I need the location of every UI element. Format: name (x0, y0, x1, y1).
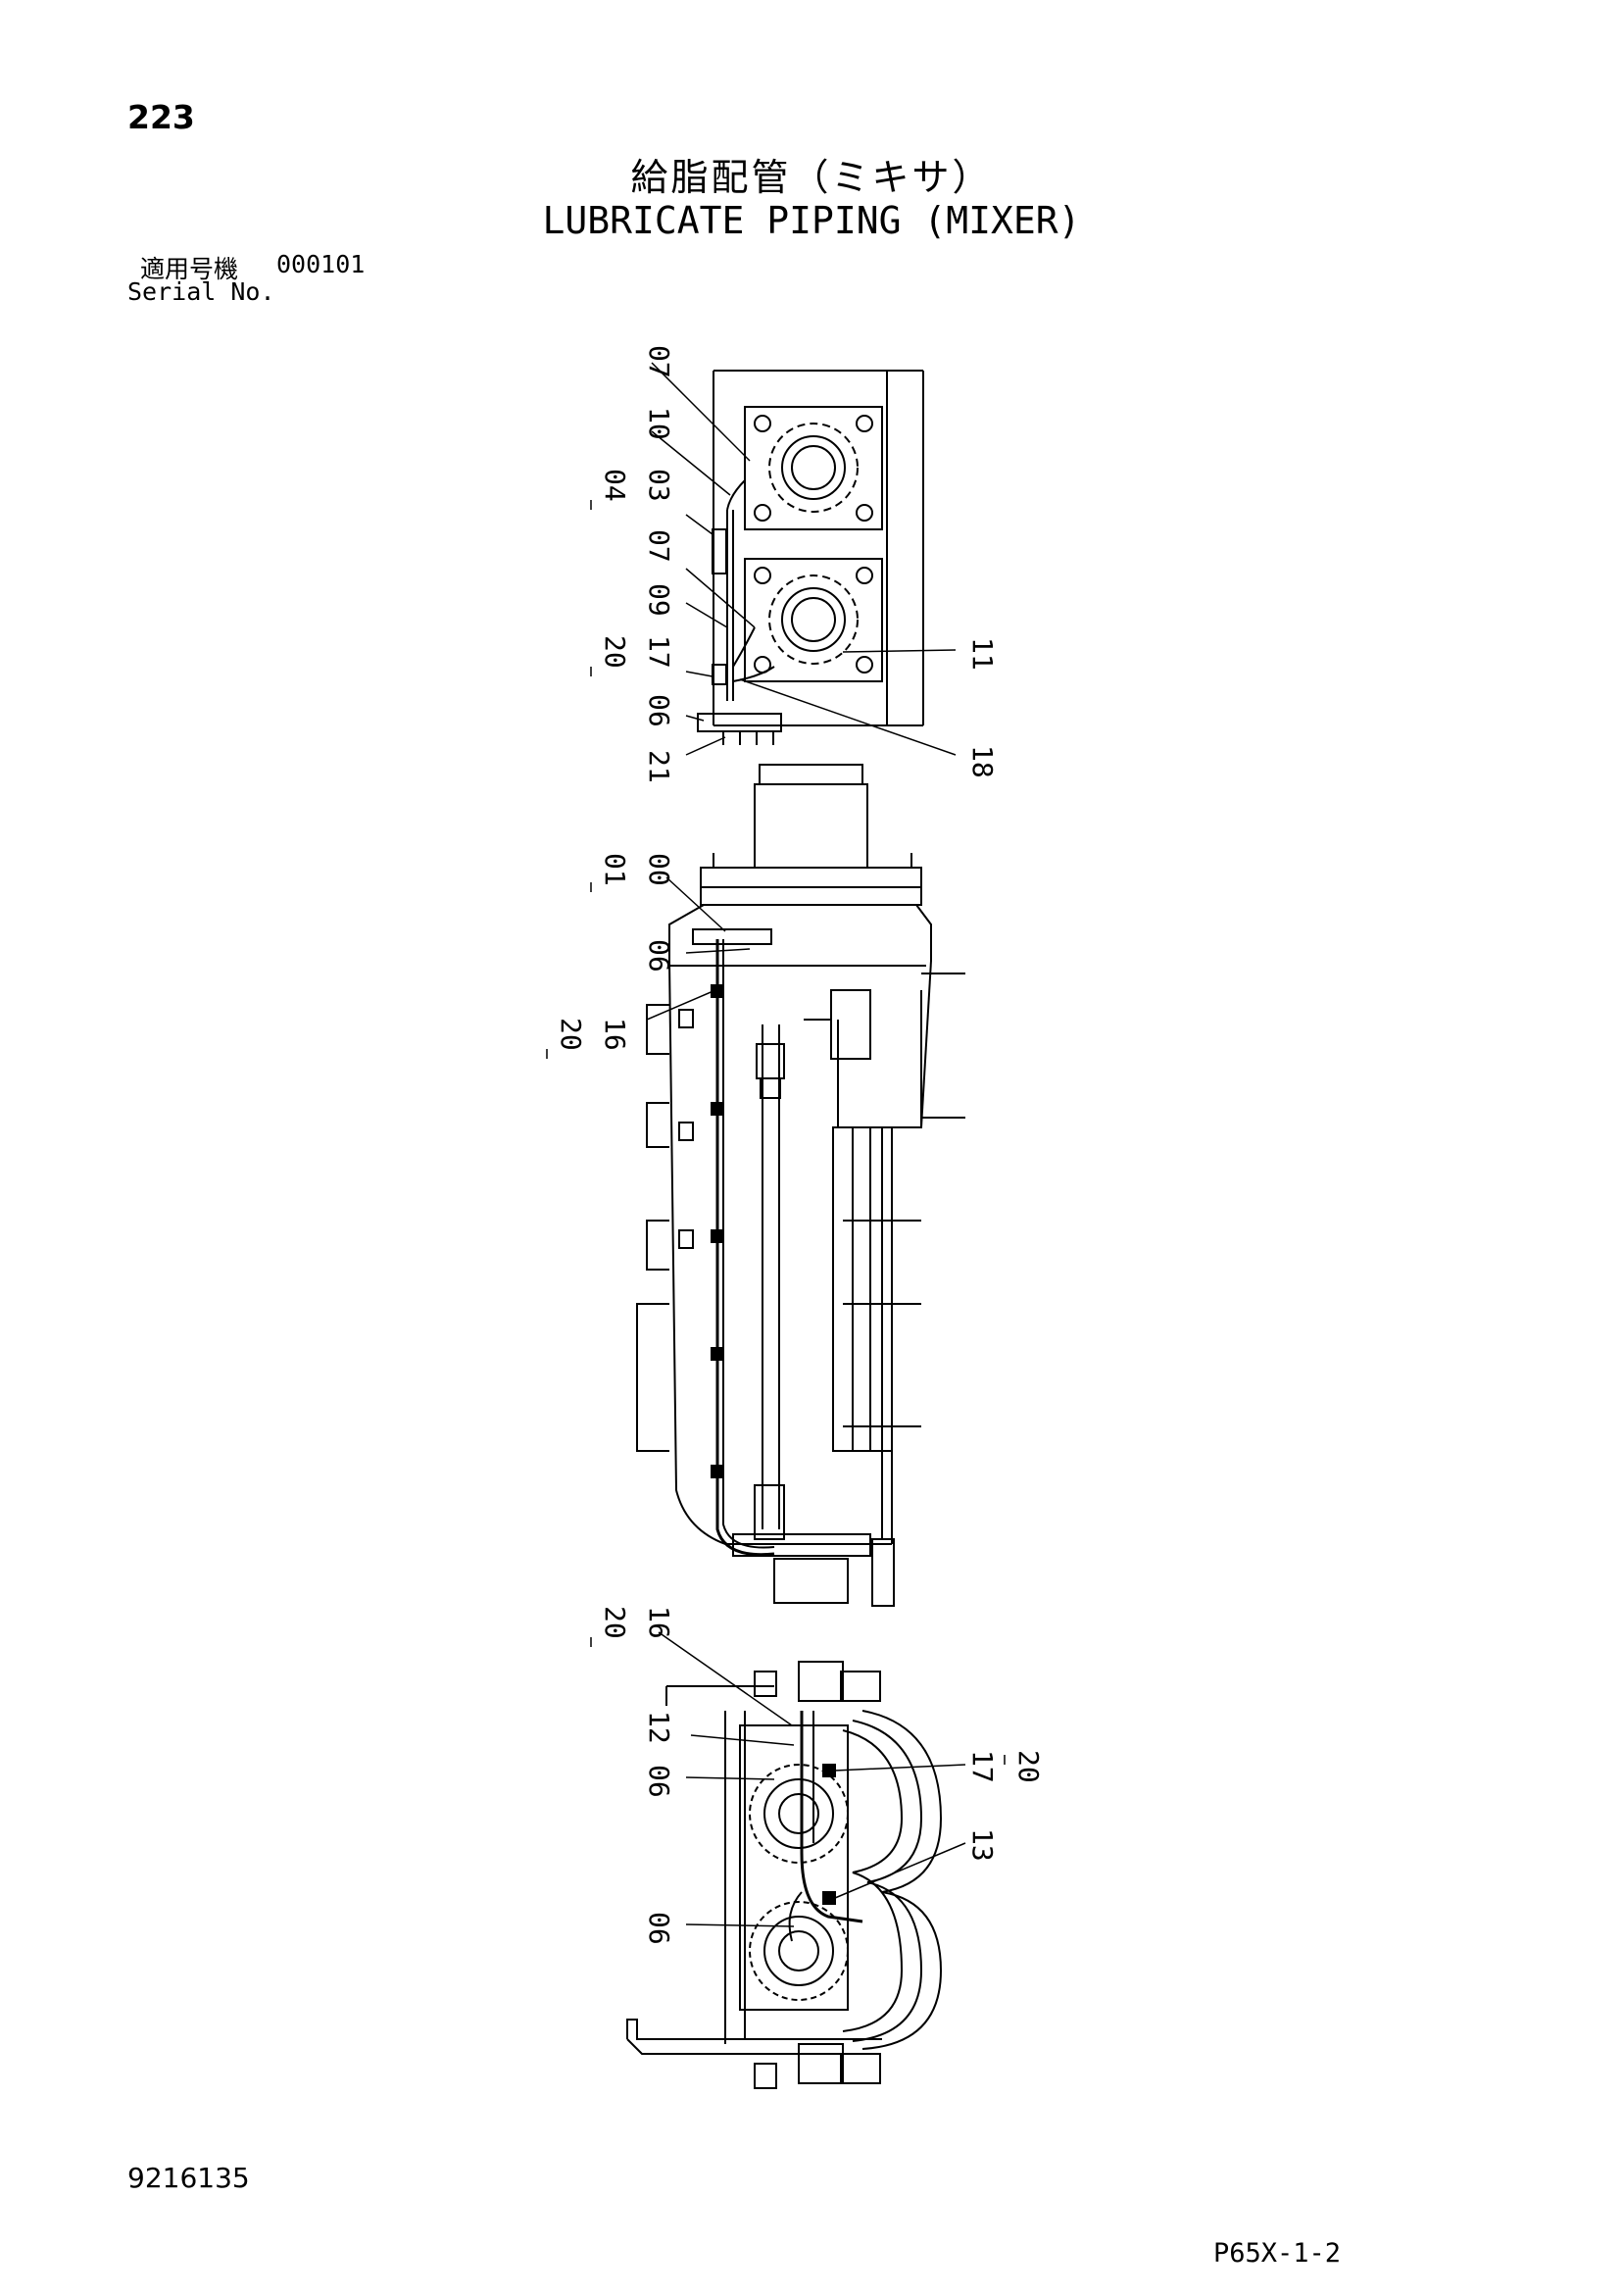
callout-label: 00 (643, 853, 675, 886)
callout-label: 06 (643, 1765, 675, 1798)
callout-label: 16 (643, 1606, 675, 1639)
callout-label: 13 (966, 1828, 999, 1862)
callout-labels-bottom: 20 16 12 06 06 17 20 13 (599, 1606, 1045, 1945)
callout-label: 07 (643, 345, 675, 378)
callout-label: 20 (599, 635, 631, 669)
callout-label: 17 (643, 635, 675, 669)
callout-label: 06 (643, 1912, 675, 1945)
top-view-bearing-assembly (697, 370, 924, 745)
serial-number-value: 000101 (276, 250, 366, 278)
bearing-lower (754, 567, 873, 674)
callout-label: 11 (966, 637, 999, 671)
serial-label: Serial No. (127, 277, 275, 306)
callout-label: 06 (643, 694, 675, 727)
callout-label: 20 (599, 1606, 631, 1639)
callout-label: 10 (643, 407, 675, 440)
callout-label: 21 (643, 750, 675, 783)
callout-label: 01 (599, 853, 631, 886)
callout-label: 18 (966, 745, 999, 778)
bottom-view-gearbox (626, 1661, 943, 2089)
callout-labels-top: 07 10 04 03 07 09 20 17 06 21 11 18 (599, 345, 999, 783)
callout-label: 20 (555, 1018, 587, 1051)
callout-label: 12 (643, 1711, 675, 1744)
callout-label: 16 (599, 1018, 631, 1051)
callout-pair-dashes (546, 500, 1006, 1765)
model-code: P65X-1-2 (1213, 2238, 1342, 2269)
page-number: 223 (127, 98, 195, 136)
callout-label: 09 (643, 583, 675, 617)
callout-label: 20 (1012, 1750, 1045, 1783)
callout-label: 17 (966, 1750, 999, 1783)
bearing-upper (754, 415, 873, 522)
page-title: LUBRICATE PIPING (MIXER) (542, 199, 1081, 242)
serial-label-japanese: 適用号機 (140, 255, 239, 283)
callout-label: 07 (643, 529, 675, 563)
callout-label: 03 (643, 469, 675, 502)
callout-labels-middle: 01 00 06 20 16 (555, 853, 675, 1051)
drawing-number: 9216135 (127, 2162, 250, 2194)
callout-label: 06 (643, 939, 675, 973)
page-title-japanese: 給脂配管（ミキサ） (630, 156, 993, 199)
middle-view-mixer-body (636, 764, 965, 1607)
callout-label: 04 (599, 469, 631, 502)
leader-lines (646, 362, 966, 1927)
